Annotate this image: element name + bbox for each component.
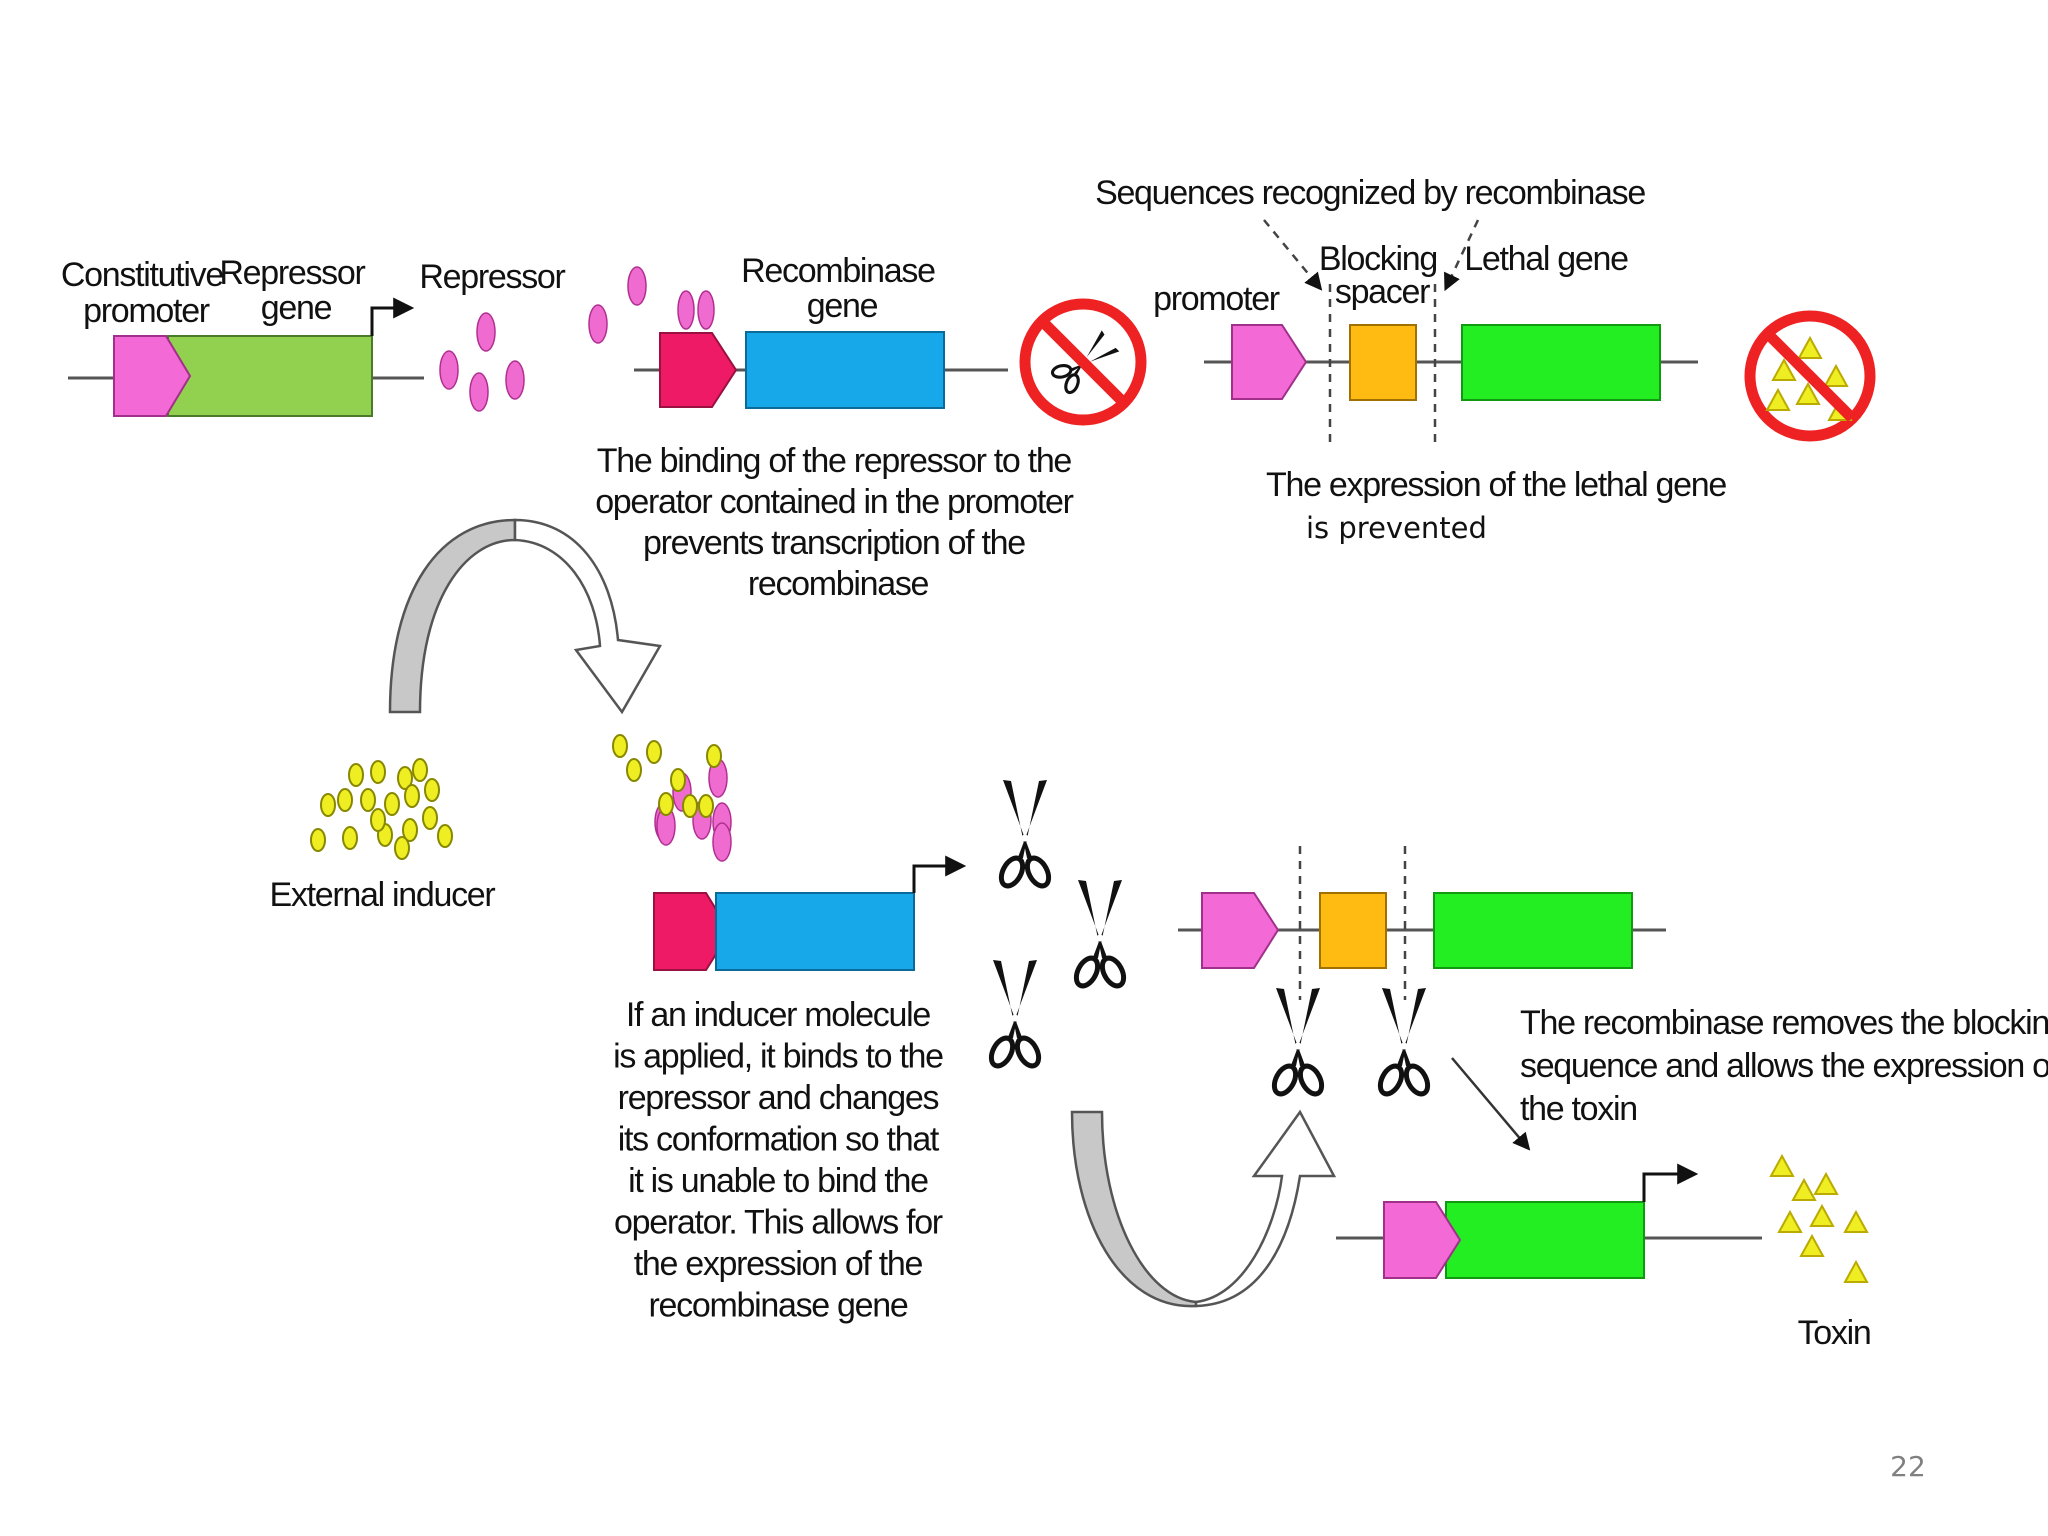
repression-caption: The binding of the repressor to the oper… (595, 442, 1081, 603)
transcription-arrow-icon (912, 855, 967, 893)
inducer-caption: If an inducer molecule is applied, it bi… (613, 996, 951, 1325)
repressor-molecules (439, 266, 647, 412)
scissors-icon (997, 780, 1053, 889)
blocking-spacer-block (1319, 892, 1387, 969)
recombinase-removes-caption: The recombinase removes the blocking seq… (1520, 1004, 2048, 1128)
lethal-cassette-blocked: Sequences recognized by recombinase prom… (1095, 174, 1728, 545)
lethal-gene-block (1445, 1201, 1645, 1279)
prohibition-sign-icon (1744, 310, 1876, 442)
bound-repressor (677, 290, 695, 330)
repressor-gene-block (167, 335, 373, 417)
promoter-shape (1383, 1201, 1462, 1279)
inducer-repressor-complexes (612, 734, 732, 862)
lethal-gene-label: Lethal gene (1464, 240, 1628, 278)
scissors-icon (1376, 988, 1432, 1097)
lethal-blocked-caption: The expression of the lethal gene (1266, 466, 1726, 504)
bound-repressor (697, 290, 715, 330)
promoter-shape (1201, 892, 1280, 969)
external-inducer-label: External inducer (270, 876, 496, 914)
lethal-blocked-caption-2: is prevented (1306, 511, 1487, 545)
lethal-cassette-cutting (1178, 846, 1666, 1097)
blocking-spacer-label: Blocking spacer (1319, 240, 1445, 311)
repressor-cassette: Constitutive promoter Repressor gene Rep… (61, 254, 647, 417)
curved-arrow-icon (1070, 1109, 1337, 1308)
scissors-icon (1270, 988, 1326, 1097)
repressor-label: Repressor (419, 258, 565, 296)
curved-arrow-icon (388, 518, 663, 715)
constitutive-promoter-shape (113, 335, 192, 417)
sequences-recognized-label: Sequences recognized by recombinase (1095, 174, 1645, 212)
promoter-label: promoter (1153, 280, 1280, 318)
pointer-arrow (1451, 1057, 1531, 1151)
toxin-molecules (1770, 1155, 1868, 1283)
recombinase-cassette-expressed: If an inducer molecule is applied, it bi… (613, 855, 967, 1325)
transcription-arrow-icon (370, 297, 415, 336)
constitutive-promoter-label: Constitutive promoter (61, 256, 231, 330)
toxin-construct (1336, 1163, 1762, 1279)
transcription-arrow-icon (1642, 1163, 1699, 1202)
promoter-shape (1231, 324, 1308, 400)
blocking-spacer-block (1349, 324, 1417, 401)
repressor-gene-label: Repressor gene (219, 254, 372, 327)
scissors-icon (987, 960, 1043, 1069)
toxin-label: Toxin (1798, 1314, 1871, 1352)
prohibition-sign-icon (1019, 298, 1147, 426)
recombinase-gene-block (745, 331, 945, 409)
recombinase-cassette-repressed: Recombinase gene The binding of the repr… (595, 252, 1081, 603)
scissors-icon (1072, 880, 1128, 989)
external-inducer-molecules (310, 758, 453, 860)
recombinase-promoter-shape (659, 332, 738, 408)
page-number: 22 (1890, 1450, 1926, 1483)
recombinase-gene-label: Recombinase gene (741, 252, 943, 325)
recombinase-scissors (987, 780, 1128, 1069)
recombinase-gene-block (715, 892, 915, 971)
lethal-gene-block (1461, 324, 1661, 401)
lethal-gene-block (1433, 892, 1633, 969)
